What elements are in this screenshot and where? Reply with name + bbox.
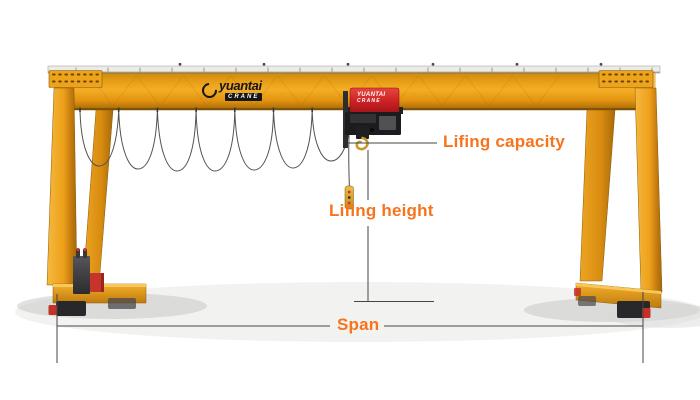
bolted-connection-plates	[48, 70, 654, 88]
electric-hoist	[343, 87, 403, 210]
left-rail-buffer	[48, 305, 57, 315]
lifting-capacity-label: Lifing capacity	[443, 132, 566, 151]
girder-top-rail	[47, 62, 661, 74]
left-wheel-block	[56, 301, 86, 316]
right-rear-wheel	[578, 296, 596, 306]
left-leg	[46, 87, 147, 316]
hoist-logo-subtext: CRANE	[357, 97, 381, 104]
hoist-brand-logo: YUANTAI CRANE	[357, 92, 385, 104]
right-rear-buffer	[574, 288, 581, 296]
right-wheel-block	[617, 301, 650, 318]
girder-brand-logo: yuantai CRANE	[198, 78, 263, 102]
dimension-lines	[56, 142, 644, 363]
right-leg	[574, 87, 663, 318]
electric-cabinet	[73, 256, 90, 294]
pendant-cable	[348, 134, 350, 187]
span-label: Span	[337, 315, 380, 334]
hoist-logo-text: YUANTAI	[357, 92, 386, 98]
hook-icon	[355, 136, 369, 151]
girder-logo-text: yuantai	[219, 78, 262, 93]
hook-block	[356, 126, 369, 139]
festoon-cables	[79, 107, 352, 172]
yuantai-logo-mark	[198, 79, 221, 102]
left-rear-wheel	[108, 298, 136, 309]
girder-logo-subtext: CRANE	[225, 93, 263, 101]
rail-post-dots	[178, 62, 603, 66]
lifting-height-label: Lifing height	[329, 201, 434, 220]
right-rail-buffer	[642, 308, 651, 318]
tool-box	[90, 273, 104, 292]
